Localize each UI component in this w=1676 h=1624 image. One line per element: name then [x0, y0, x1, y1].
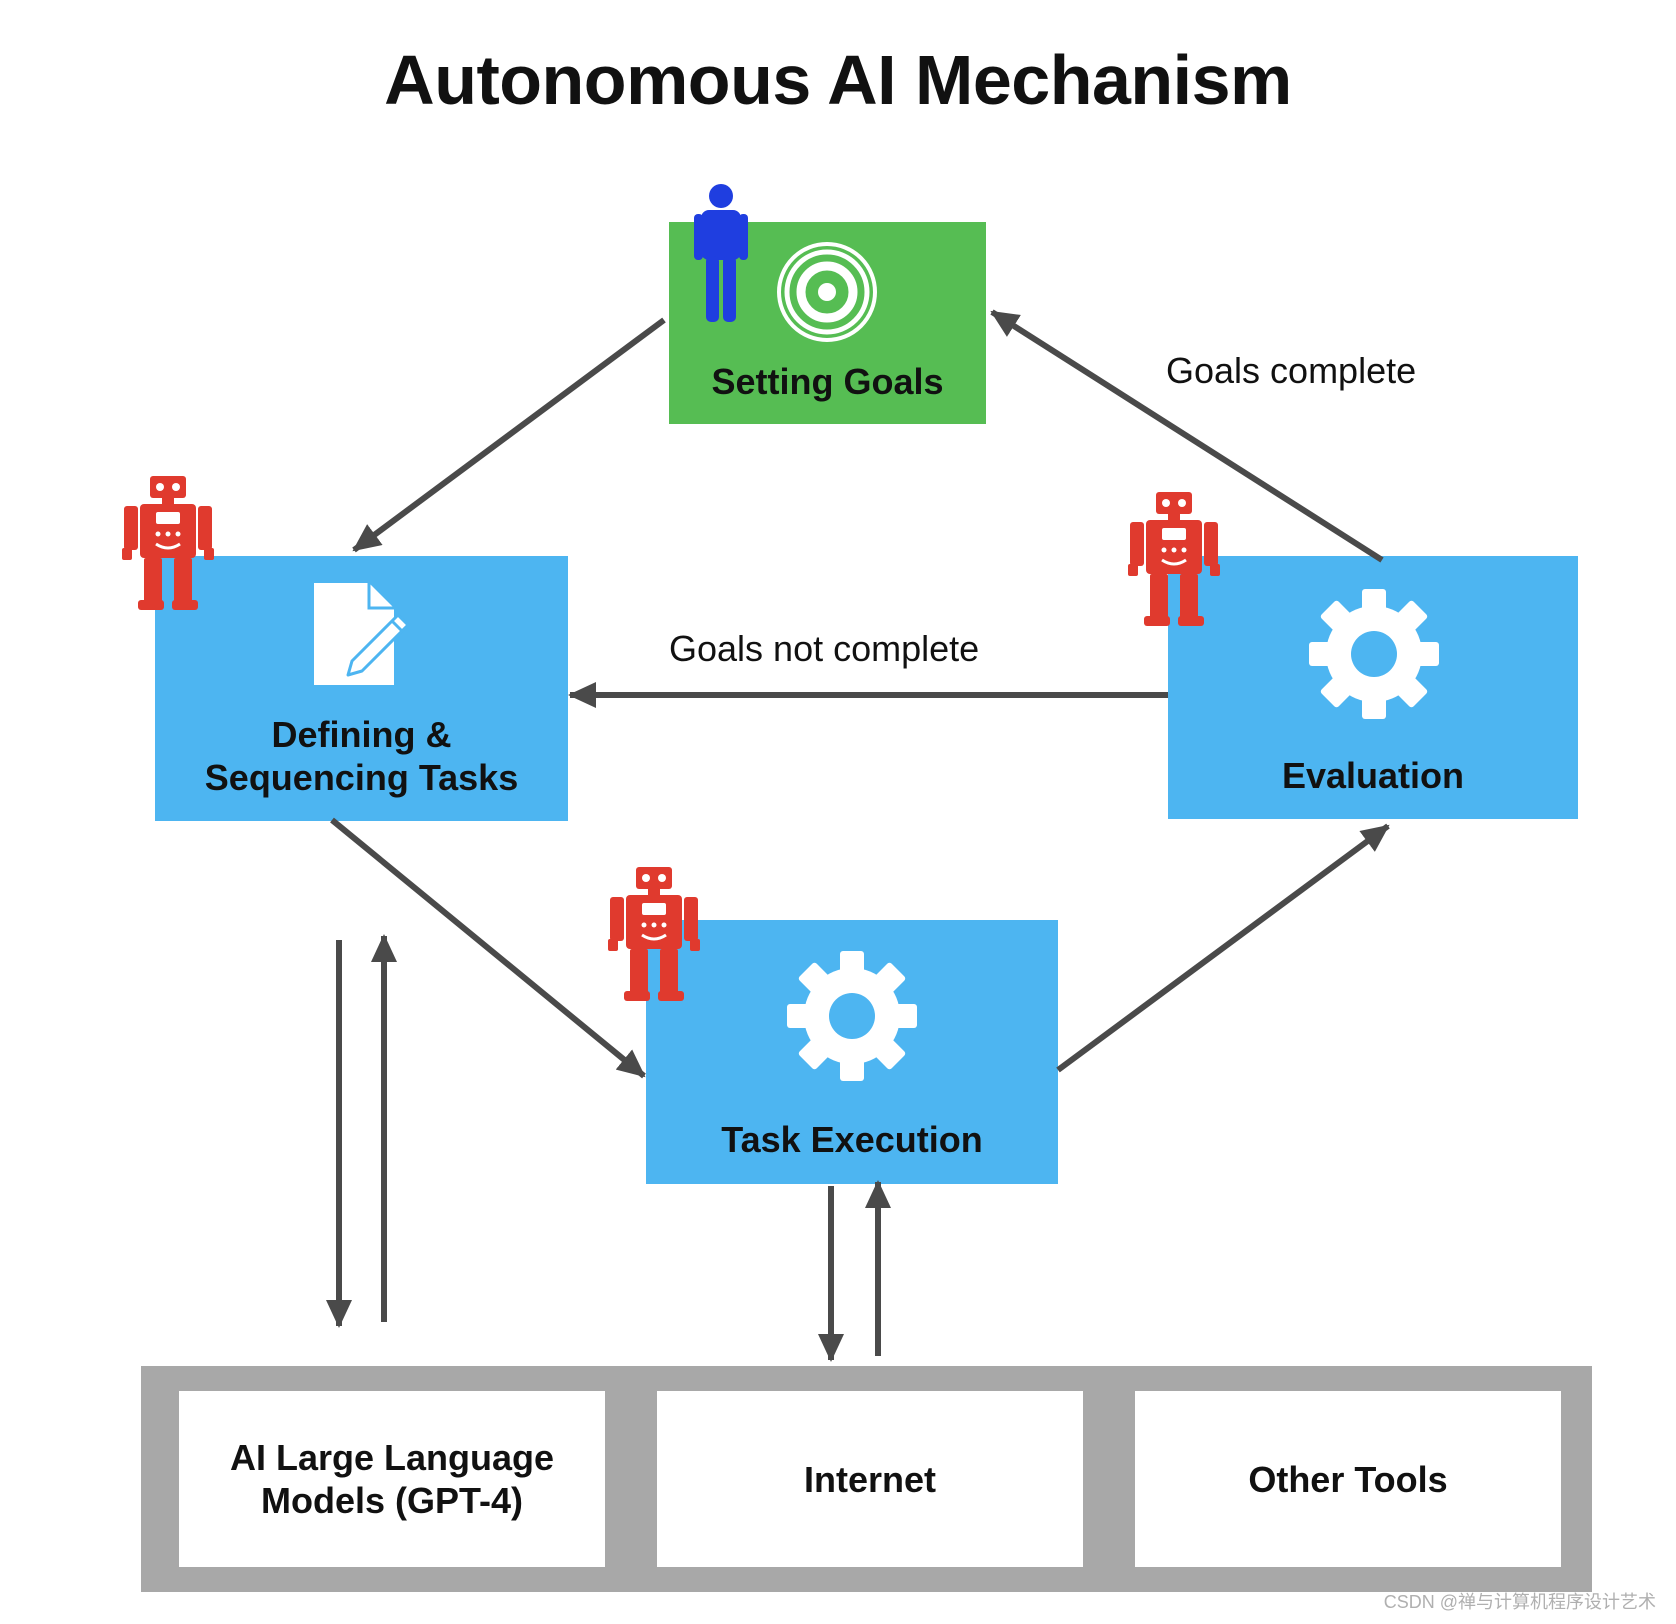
defining-label-line2: Sequencing Tasks	[204, 757, 519, 798]
tool-llm: AI Large Language Models (GPT-4)	[179, 1391, 605, 1567]
diagram-title: Autonomous AI Mechanism	[384, 41, 1292, 119]
target-icon	[777, 242, 877, 342]
tool-internet-label: Internet	[803, 1458, 936, 1500]
robot-icon	[608, 867, 700, 1001]
tool-other: Other Tools	[1135, 1391, 1561, 1567]
tool-llm-line2: Models (GPT-4)	[260, 1480, 524, 1521]
robot-icon	[122, 476, 214, 610]
task-execution-box: Task Execution	[646, 920, 1058, 1184]
tool-other-label: Other Tools	[1248, 1458, 1448, 1500]
robot-icon	[1128, 492, 1220, 626]
goals-not-complete-label: Goals not complete	[669, 628, 980, 669]
evaluation-box: Evaluation	[1168, 556, 1578, 819]
arrow-execution-to-evaluation	[1056, 823, 1390, 1073]
setting-goals-label: Setting Goals	[711, 361, 944, 402]
gear-icon	[1309, 589, 1439, 719]
gear-icon	[787, 951, 917, 1081]
defining-label-line1: Defining &	[271, 714, 452, 755]
task-execution-label: Task Execution	[721, 1119, 983, 1160]
person-icon	[694, 184, 748, 322]
watermark: CSDN @禅与计算机程序设计艺术	[1383, 1592, 1656, 1612]
arrow-evaluation-to-goals	[990, 309, 1384, 563]
defining-sequencing-box: Defining & Sequencing Tasks	[155, 556, 568, 821]
document-edit-icon	[314, 583, 410, 685]
tool-internet: Internet	[657, 1391, 1083, 1567]
arrow-goals-to-defining	[352, 317, 666, 553]
evaluation-label: Evaluation	[1281, 755, 1465, 796]
arrow-defining-to-execution	[330, 817, 646, 1079]
tool-llm-line1: AI Large Language	[229, 1437, 555, 1478]
tools-bar: AI Large Language Models (GPT-4) Interne…	[141, 1366, 1592, 1592]
goals-complete-label: Goals complete	[1166, 350, 1417, 391]
